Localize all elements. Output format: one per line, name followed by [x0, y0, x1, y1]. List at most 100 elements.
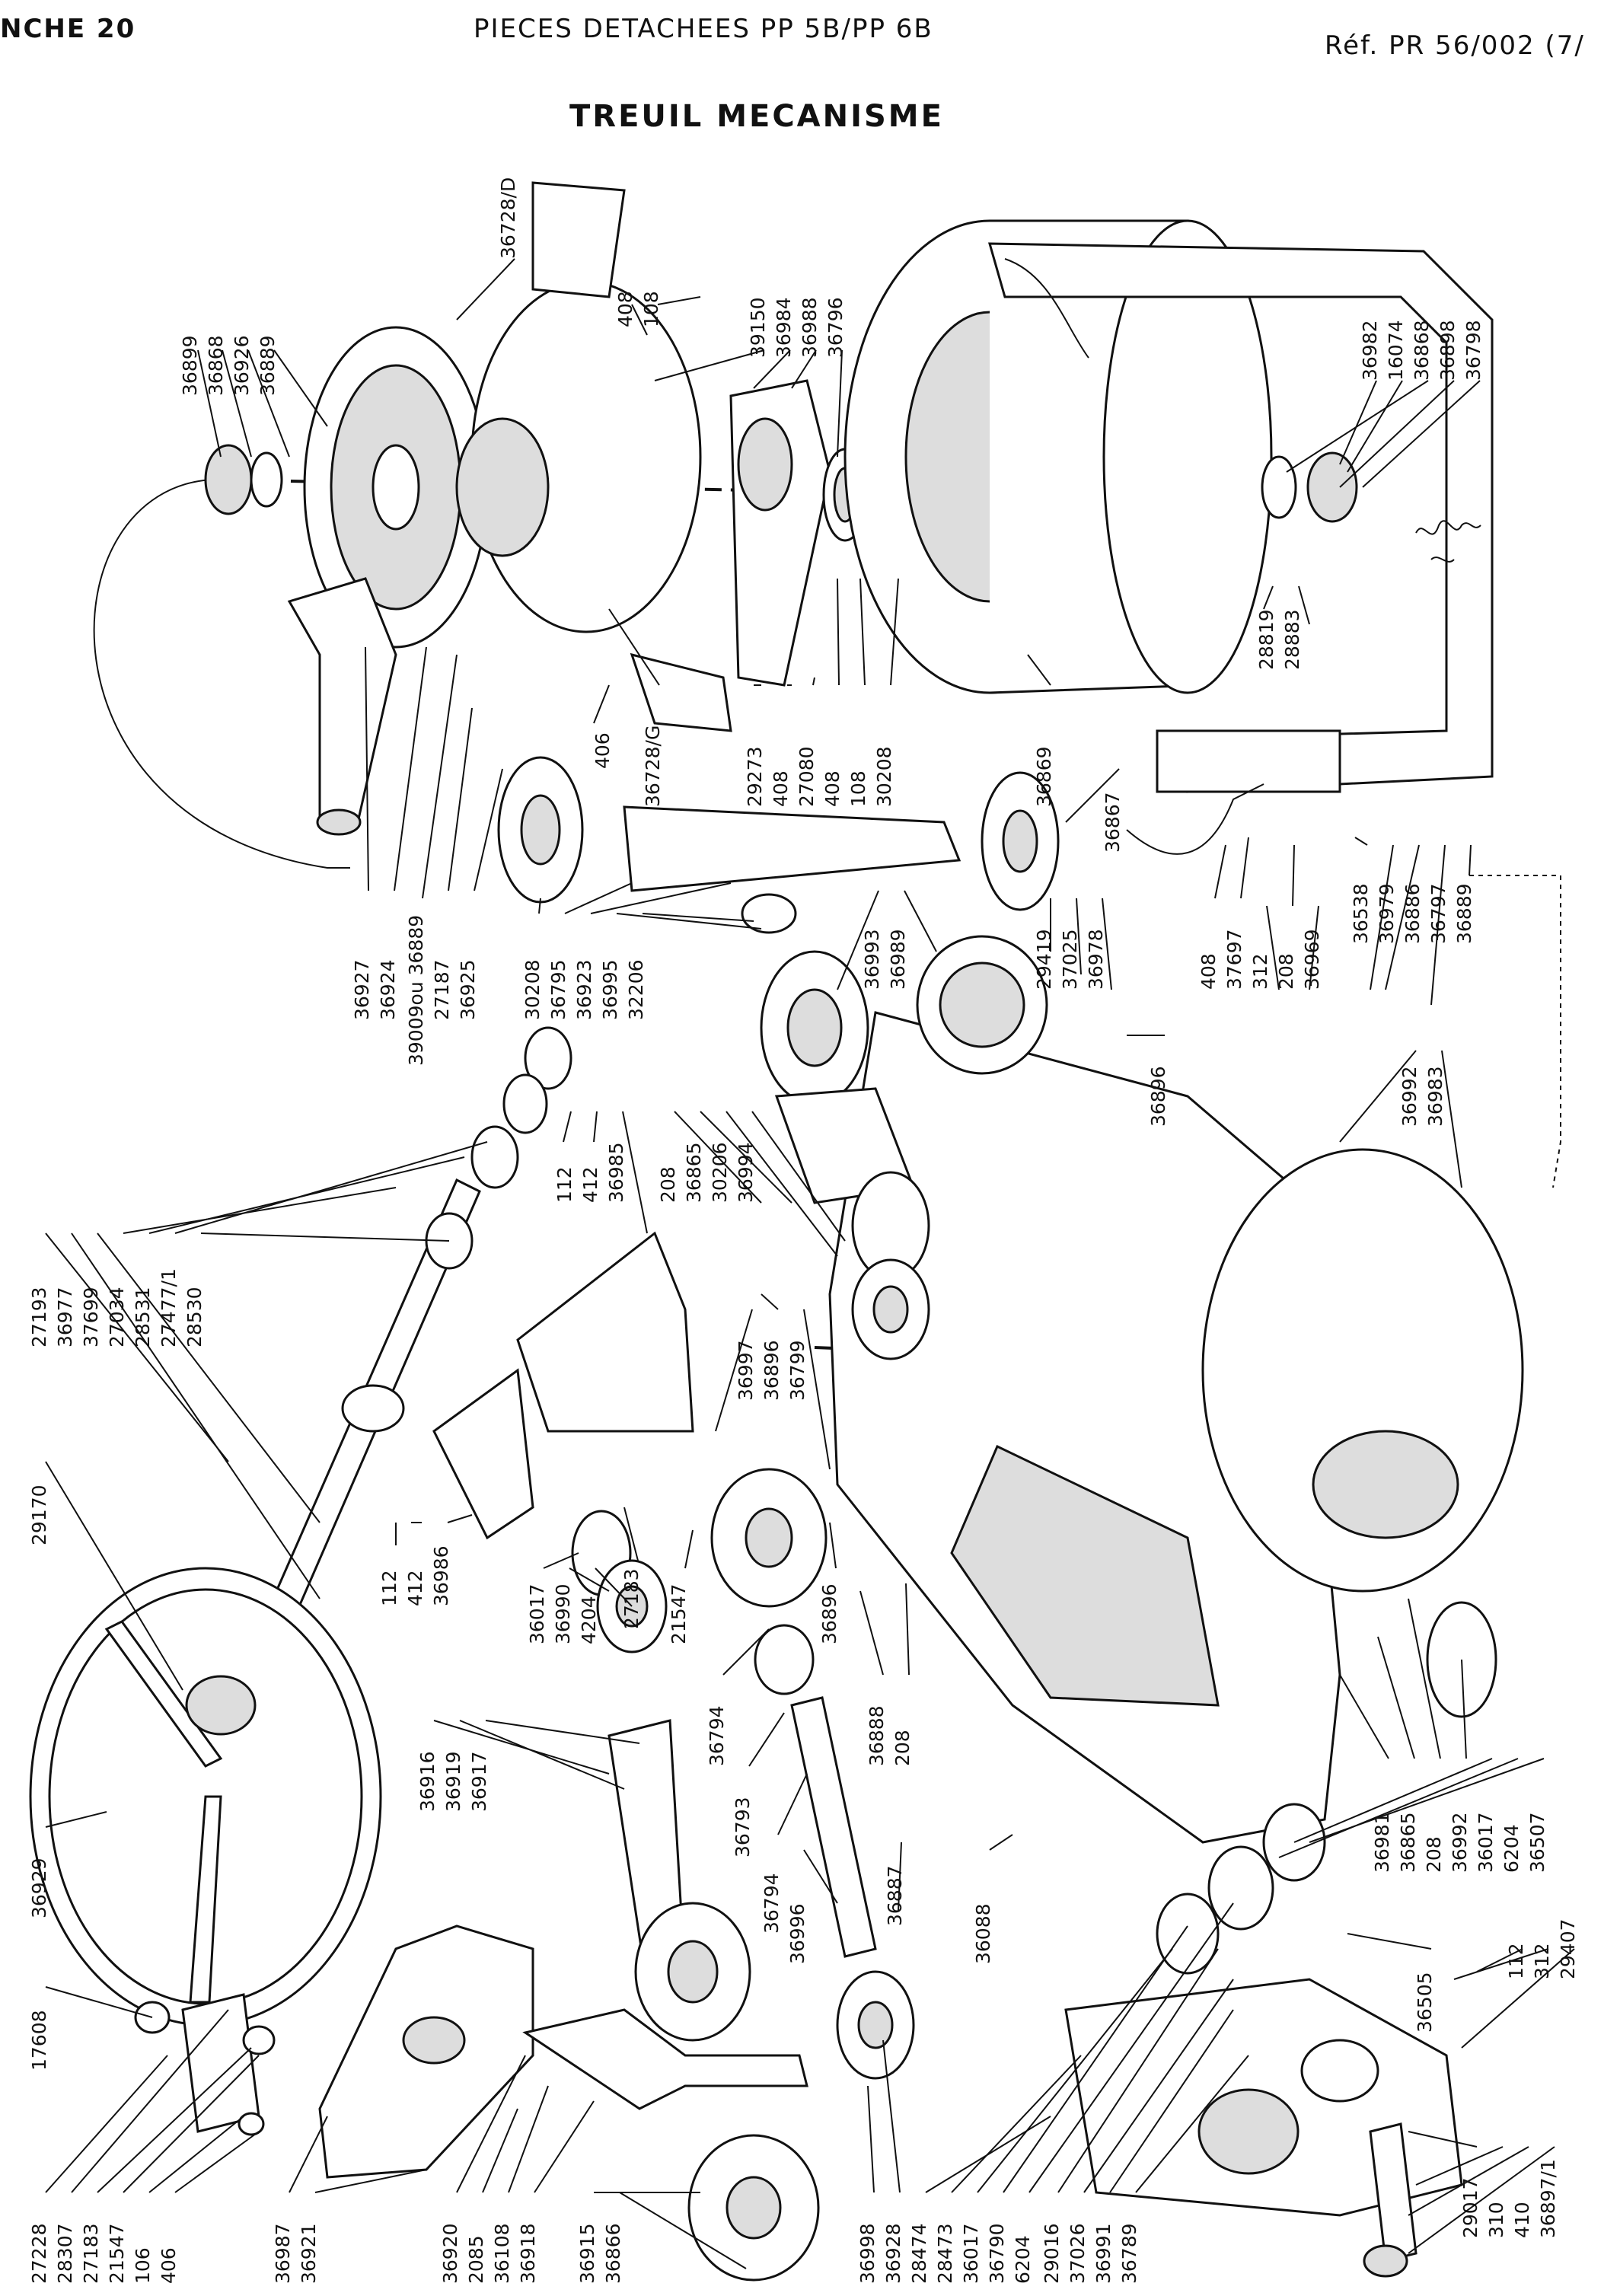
part-callout-label: 36992: [1449, 1812, 1471, 1873]
leader-line: [1469, 844, 1472, 876]
leader-line: [837, 349, 843, 458]
part-callout-label: 112: [553, 1166, 576, 1203]
leader-line: [642, 913, 754, 922]
part-callout-label: 36108: [491, 2223, 513, 2284]
leader-line: [1441, 1050, 1462, 1188]
part-callout-label: 36869: [1033, 746, 1055, 807]
part-callout-label: 36991: [1092, 2223, 1115, 2284]
leader-line: [725, 1111, 838, 1257]
part-callout-label: 36896: [818, 1583, 840, 1644]
leader-line: [1286, 380, 1429, 473]
leader-line: [1362, 380, 1481, 488]
part-callout-label: 36728/G: [642, 725, 664, 807]
leader-line: [564, 882, 633, 914]
part-callout-label: 17608: [28, 2010, 50, 2071]
part-callout-label: 36017: [1475, 1812, 1497, 1873]
part-callout-label: 36916: [416, 1751, 438, 1812]
part-callout-label: 108: [847, 770, 869, 807]
part-callout-label: 410: [1511, 2202, 1533, 2238]
leader-line: [569, 1567, 610, 1592]
selector-fork: [522, 2008, 808, 2110]
leader-line: [563, 1111, 572, 1143]
part-callout-label: 36888: [866, 1705, 888, 1766]
part-callout-label: 108: [640, 291, 662, 327]
leader-line: [1339, 380, 1377, 465]
leader-line: [1408, 1598, 1441, 1759]
leader-line: [837, 578, 840, 686]
part-callout-label: 36927: [351, 959, 373, 1020]
leader-line: [595, 1567, 633, 1607]
part-callout-label: 27183: [620, 1568, 643, 1629]
leader-line: [1102, 898, 1112, 990]
part-callout-label: 28531: [132, 1287, 154, 1347]
part-callout-label: 408: [614, 291, 636, 327]
leader-line: [1461, 1659, 1467, 1759]
leader-line: [590, 882, 732, 914]
leader-line: [905, 1583, 910, 1676]
leader-line: [1408, 2146, 1529, 2216]
part-callout-label: 29170: [28, 1484, 50, 1545]
part-callout-label: 36987: [272, 2223, 294, 2284]
part-callout-label: 36505: [1414, 1972, 1436, 2033]
part-callout-label: 312: [1249, 953, 1271, 990]
leader-line: [882, 2039, 901, 2193]
leader-line: [904, 890, 937, 952]
coupling-sleeve: [916, 935, 1048, 1075]
bracket-plate: [432, 1231, 694, 1540]
leader-line: [1385, 844, 1420, 990]
part-callout-label: 27477/1: [158, 1268, 180, 1347]
leader-line: [508, 2085, 549, 2193]
leader-line: [859, 578, 866, 686]
part-callout-label: 36981: [1371, 1812, 1393, 1873]
leader-line: [45, 1461, 183, 1691]
part-callout-label: 408: [821, 770, 843, 807]
leader-line: [314, 2169, 427, 2193]
reference-number: Réf. PR 56/002 (7/: [1325, 30, 1585, 61]
part-callout-label: 36794: [706, 1705, 728, 1766]
leader-line: [989, 1834, 1013, 1851]
part-callout-label: 36896: [761, 1340, 783, 1401]
part-callout-label: 30206: [709, 1142, 731, 1203]
leader-line: [482, 2108, 518, 2193]
leader-line: [1339, 1050, 1417, 1143]
leader-line: [593, 684, 610, 724]
leader-line: [619, 2192, 747, 2269]
leader-line: [803, 1849, 838, 1904]
part-callout-label: 36017: [960, 2223, 982, 2284]
part-callout-label: 36994: [735, 1142, 757, 1203]
leader-line: [803, 1309, 831, 1470]
leader-line: [534, 2100, 595, 2193]
leader-line: [1476, 1948, 1523, 1972]
leader-line: [1430, 844, 1446, 1006]
leader-line: [1109, 2009, 1234, 2193]
part-callout-label: 28530: [183, 1287, 206, 1347]
leader-line: [1057, 1948, 1219, 2193]
leader-line: [365, 646, 369, 891]
leader-line: [657, 296, 701, 305]
leader-line: [753, 349, 791, 389]
leader-line: [684, 1529, 694, 1569]
part-callout-label: 36997: [735, 1340, 757, 1401]
part-callout-label: 28474: [908, 2223, 930, 2284]
leader-line: [791, 349, 817, 389]
part-callout-label: 29016: [1041, 2223, 1063, 2284]
leader-line: [538, 898, 541, 914]
leader-line: [1135, 2055, 1249, 2193]
part-callout-label: 36088: [972, 1903, 994, 1964]
leader-line: [433, 1720, 610, 1775]
leader-line: [890, 578, 899, 686]
gear-lower-bottom: [687, 2134, 820, 2282]
leader-line: [722, 1628, 770, 1676]
part-callout-label: 208: [1275, 953, 1297, 990]
leader-line: [1453, 1948, 1549, 1980]
leader-line: [1076, 898, 1082, 975]
leader-line: [654, 349, 765, 381]
drum-frame: [988, 242, 1494, 793]
link-line-right: [1469, 875, 1561, 1188]
leader-line: [71, 2009, 229, 2193]
leader-line: [273, 349, 328, 427]
leader-line: [622, 1111, 648, 1234]
part-callout-label: 106: [132, 2247, 154, 2284]
part-callout-label: 36794: [761, 1873, 783, 1934]
winch-drum: [843, 219, 1273, 694]
